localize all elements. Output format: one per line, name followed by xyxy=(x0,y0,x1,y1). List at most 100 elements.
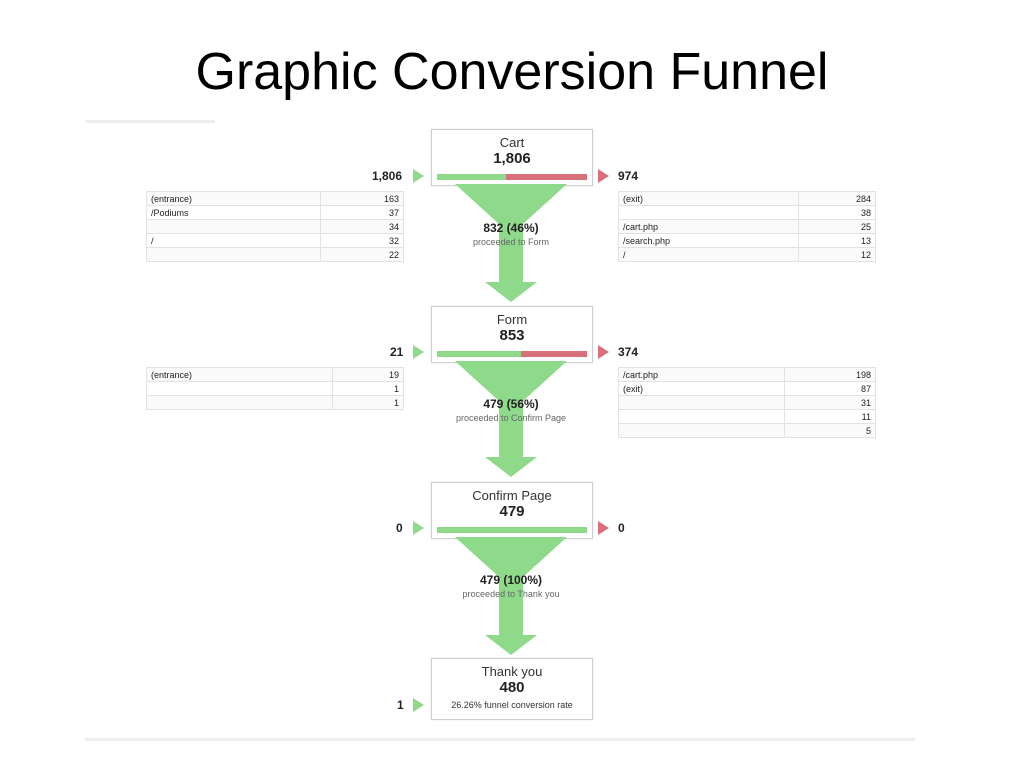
destination-value: 13 xyxy=(797,233,877,248)
table-row[interactable]: (exit)87 xyxy=(617,381,876,396)
table-row[interactable]: (entrance)19 xyxy=(145,367,404,382)
source-label: / xyxy=(146,233,321,248)
table-row[interactable]: 1 xyxy=(145,395,404,410)
table-row[interactable]: 31 xyxy=(617,395,876,410)
funnel-stat-3: 479 (100%) proceeded to Thank you xyxy=(431,573,591,599)
step-name: Confirm Page xyxy=(472,488,552,503)
destination-value: 12 xyxy=(797,247,877,262)
step-entries-count: 1,806 xyxy=(372,169,403,183)
proceeded-label: proceeded to Form xyxy=(472,237,550,247)
proceeded-value: 479 (100%) xyxy=(479,573,543,587)
table-row[interactable]: 22 xyxy=(146,247,405,262)
exit-ratio-bar xyxy=(437,351,587,357)
proceeded-value: 479 (56%) xyxy=(483,397,539,411)
exit-ratio-bar xyxy=(437,174,587,180)
source-value: 22 xyxy=(319,247,405,262)
table-row[interactable]: /12 xyxy=(618,247,877,262)
destination-label: /cart.php xyxy=(618,219,799,234)
source-label xyxy=(145,395,334,410)
continue-bar-segment xyxy=(437,527,587,533)
destination-value: 38 xyxy=(797,205,877,220)
slide-title: Graphic Conversion Funnel xyxy=(195,43,829,101)
funnel-connector-1 xyxy=(455,184,567,302)
table-row[interactable]: 34 xyxy=(146,219,405,234)
funnel-shape xyxy=(455,184,567,302)
source-label: (entrance) xyxy=(145,367,334,382)
source-value: 1 xyxy=(332,381,404,396)
source-label xyxy=(146,219,321,234)
step-name: Form xyxy=(496,312,528,327)
funnel-step-thank-you[interactable]: Thank you 480 26.26% funnel conversion r… xyxy=(431,658,593,720)
exit-arrow-icon xyxy=(598,345,609,359)
source-value: 19 xyxy=(332,367,404,382)
funnel-shape xyxy=(455,537,567,655)
table-row[interactable]: (entrance)163 xyxy=(146,191,405,206)
step-name: Thank you xyxy=(481,664,543,679)
funnel-stat-1: 832 (46%) proceeded to Form xyxy=(431,221,591,247)
destination-value: 5 xyxy=(784,423,876,438)
source-value: 163 xyxy=(319,191,405,206)
destination-label xyxy=(617,395,786,410)
step-count: 853 xyxy=(499,327,525,344)
faint-divider xyxy=(85,738,915,741)
destination-value: 11 xyxy=(784,409,876,424)
funnel-shape xyxy=(455,361,567,477)
step-entries-count: 1 xyxy=(397,698,404,712)
funnel-conversion-rate: 26.26% funnel conversion rate xyxy=(451,700,573,710)
proceeded-label: proceeded to Confirm Page xyxy=(455,413,567,423)
destination-label: (exit) xyxy=(618,191,799,206)
destination-value: 198 xyxy=(784,367,876,382)
step-count: 1,806 xyxy=(493,150,531,167)
source-label: /Podiums xyxy=(146,205,321,220)
table-row[interactable]: 1 xyxy=(145,381,404,396)
entry-arrow-icon xyxy=(413,169,424,183)
entrance-sources-table: (entrance)19 1 1 xyxy=(145,367,404,410)
source-label xyxy=(146,247,321,262)
table-row[interactable]: 38 xyxy=(618,205,877,220)
entry-arrow-icon xyxy=(413,345,424,359)
step-entries-count: 0 xyxy=(396,521,403,535)
source-value: 32 xyxy=(319,233,405,248)
table-row[interactable]: 11 xyxy=(617,409,876,424)
entry-arrow-icon xyxy=(413,521,424,535)
destination-value: 25 xyxy=(797,219,877,234)
funnel-step-cart[interactable]: Cart 1,806 xyxy=(431,129,593,186)
step-count: 479 xyxy=(499,503,525,520)
exit-bar-segment xyxy=(521,351,587,357)
funnel-step-form[interactable]: Form 853 xyxy=(431,306,593,363)
destination-label: / xyxy=(618,247,799,262)
funnel-step-confirm-page[interactable]: Confirm Page 479 xyxy=(431,482,593,539)
destination-value: 31 xyxy=(784,395,876,410)
source-label xyxy=(145,381,334,396)
source-value: 37 xyxy=(319,205,405,220)
step-exits-count: 374 xyxy=(618,345,639,359)
proceeded-label: proceeded to Thank you xyxy=(462,589,560,599)
destination-label xyxy=(617,409,786,424)
proceeded-value: 832 (46%) xyxy=(483,221,539,235)
destination-value: 284 xyxy=(797,191,877,206)
table-row[interactable]: /32 xyxy=(146,233,405,248)
exit-arrow-icon xyxy=(598,169,609,183)
step-entries-count: 21 xyxy=(390,345,404,359)
source-value: 34 xyxy=(319,219,405,234)
exit-bar-segment xyxy=(506,174,587,180)
funnel-connector-2 xyxy=(455,361,567,477)
destination-value: 87 xyxy=(784,381,876,396)
funnel-connector-3 xyxy=(455,537,567,655)
source-label: (entrance) xyxy=(146,191,321,206)
entry-arrow-icon xyxy=(413,698,424,712)
source-value: 1 xyxy=(332,395,404,410)
table-row[interactable]: 5 xyxy=(617,423,876,438)
exit-arrow-icon xyxy=(598,521,609,535)
table-row[interactable]: (exit)284 xyxy=(618,191,877,206)
continue-bar-segment xyxy=(437,351,521,357)
step-count: 480 xyxy=(499,679,525,696)
destination-label: /search.php xyxy=(618,233,799,248)
